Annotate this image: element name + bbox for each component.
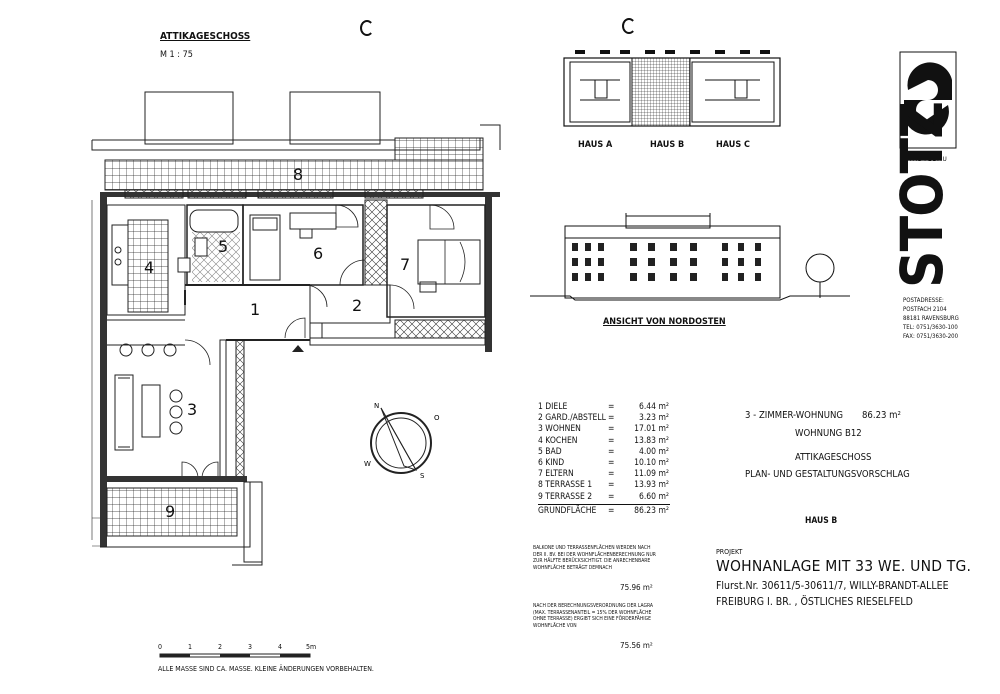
area-note-1-value: 75.96 m²	[620, 583, 653, 592]
project-title: WOHNANLAGE MIT 33 WE. UND TG.	[716, 557, 972, 575]
svg-text:O: O	[434, 414, 440, 422]
area-row: 2 GARD./ABSTELL=3.23 m²	[538, 413, 669, 424]
area-row: 9 TERRASSE 2=6.60 m²	[538, 491, 669, 502]
area-row: 8 TERRASSE 1=13.93 m²	[538, 480, 669, 491]
unit-type-area: 86.23 m²	[862, 410, 901, 421]
area-row: 6 KIND=10.10 m²	[538, 458, 669, 469]
punch-hole-mark	[360, 20, 374, 36]
area-note-1: BALKONE UND TERRASSENFLÄCHEN WERDEN NACH…	[533, 545, 656, 571]
site-house-c: HAUS C	[716, 140, 750, 150]
svg-text:S: S	[420, 472, 425, 480]
room-label-9: 9	[165, 502, 176, 521]
firm-address-3: TEL: 0751/3630-100	[903, 324, 958, 331]
project-line-1: Flurst.Nr. 30611/5-30611/7, WILLY-BRANDT…	[716, 580, 949, 592]
firm-name: STOTZ	[888, 102, 956, 288]
scale-bar	[159, 653, 311, 658]
scale-tick-5: 5m	[306, 643, 317, 651]
unit-house: HAUS B	[805, 516, 838, 526]
project-line-2: FREIBURG I. BR. , ÖSTLICHES RIESELFELD	[716, 596, 913, 608]
firm-address-0: POSTADRESSE:	[903, 297, 944, 304]
svg-text:N: N	[374, 402, 379, 410]
room-label-8: 8	[293, 165, 304, 184]
area-row: 7 ELTERN=11.09 m²	[538, 469, 669, 480]
north-arrow-icon: N W S O	[364, 402, 440, 480]
room-label-5: 5	[218, 237, 229, 256]
room-label-2: 2	[352, 296, 363, 315]
punch-hole-mark	[622, 18, 636, 34]
firm-address-4: FAX: 0751/3630-200	[903, 333, 959, 340]
room-label-4: 4	[144, 258, 155, 277]
room-label-7: 7	[400, 255, 411, 274]
scale-label: M 1 : 75	[160, 50, 193, 60]
site-plan	[563, 50, 781, 127]
firm-sub: STÄDTEBAU	[904, 155, 948, 163]
room-label-1: 1	[250, 300, 261, 319]
elevation-drawing	[530, 213, 850, 301]
scale-tick-2: 2	[218, 643, 223, 651]
floor-plan	[91, 91, 501, 566]
area-note-2-value: 75.56 m²	[620, 641, 653, 650]
scale-tick-1: 1	[188, 643, 193, 651]
area-table: 1 DIELE=6.44 m² 2 GARD./ABSTELL=3.23 m² …	[538, 402, 670, 517]
footnote: ALLE MASSE SIND CA. MASSE. KLEINE ÄNDERU…	[158, 665, 374, 673]
area-row: 1 DIELE=6.44 m²	[538, 402, 669, 412]
room-label-6: 6	[313, 244, 324, 263]
project-label: PROJEKT	[716, 548, 743, 556]
svg-text:W: W	[364, 460, 371, 468]
site-house-b: HAUS B	[650, 140, 685, 150]
area-row: 5 BAD=4.00 m²	[538, 446, 669, 457]
unit-floor: ATTIKAGESCHOSS	[795, 452, 872, 463]
room-label-3: 3	[187, 400, 198, 419]
area-note-2: NACH DER BERECHNUNGSVERORDNUNG DER LAGRA…	[533, 603, 654, 629]
firm-address-1: POSTFACH 2104	[903, 306, 947, 313]
area-row: 3 WOHNEN=17.01 m²	[538, 424, 669, 435]
unit-type: 3 - ZIMMER-WOHNUNG	[745, 410, 843, 421]
unit-number: WOHNUNG B12	[795, 428, 862, 439]
area-total-row: GRUNDFLÄCHE=86.23 m²	[538, 505, 669, 516]
site-house-a: HAUS A	[578, 140, 613, 150]
unit-subtitle: PLAN- UND GESTALTUNGSVORSCHLAG	[745, 469, 910, 480]
floor-title: ATTIKAGESCHOSS	[160, 31, 251, 42]
scale-tick-3: 3	[248, 643, 253, 651]
scale-tick-0: 0	[158, 643, 163, 651]
scale-tick-4: 4	[278, 643, 283, 651]
stotz-logo	[899, 51, 957, 149]
area-divider	[538, 503, 670, 505]
elevation-caption: ANSICHT VON NORDOSTEN	[603, 317, 726, 327]
area-row: 4 KOCHEN=13.83 m²	[538, 435, 669, 446]
firm-address-2: 88181 RAVENSBURG	[903, 315, 959, 322]
